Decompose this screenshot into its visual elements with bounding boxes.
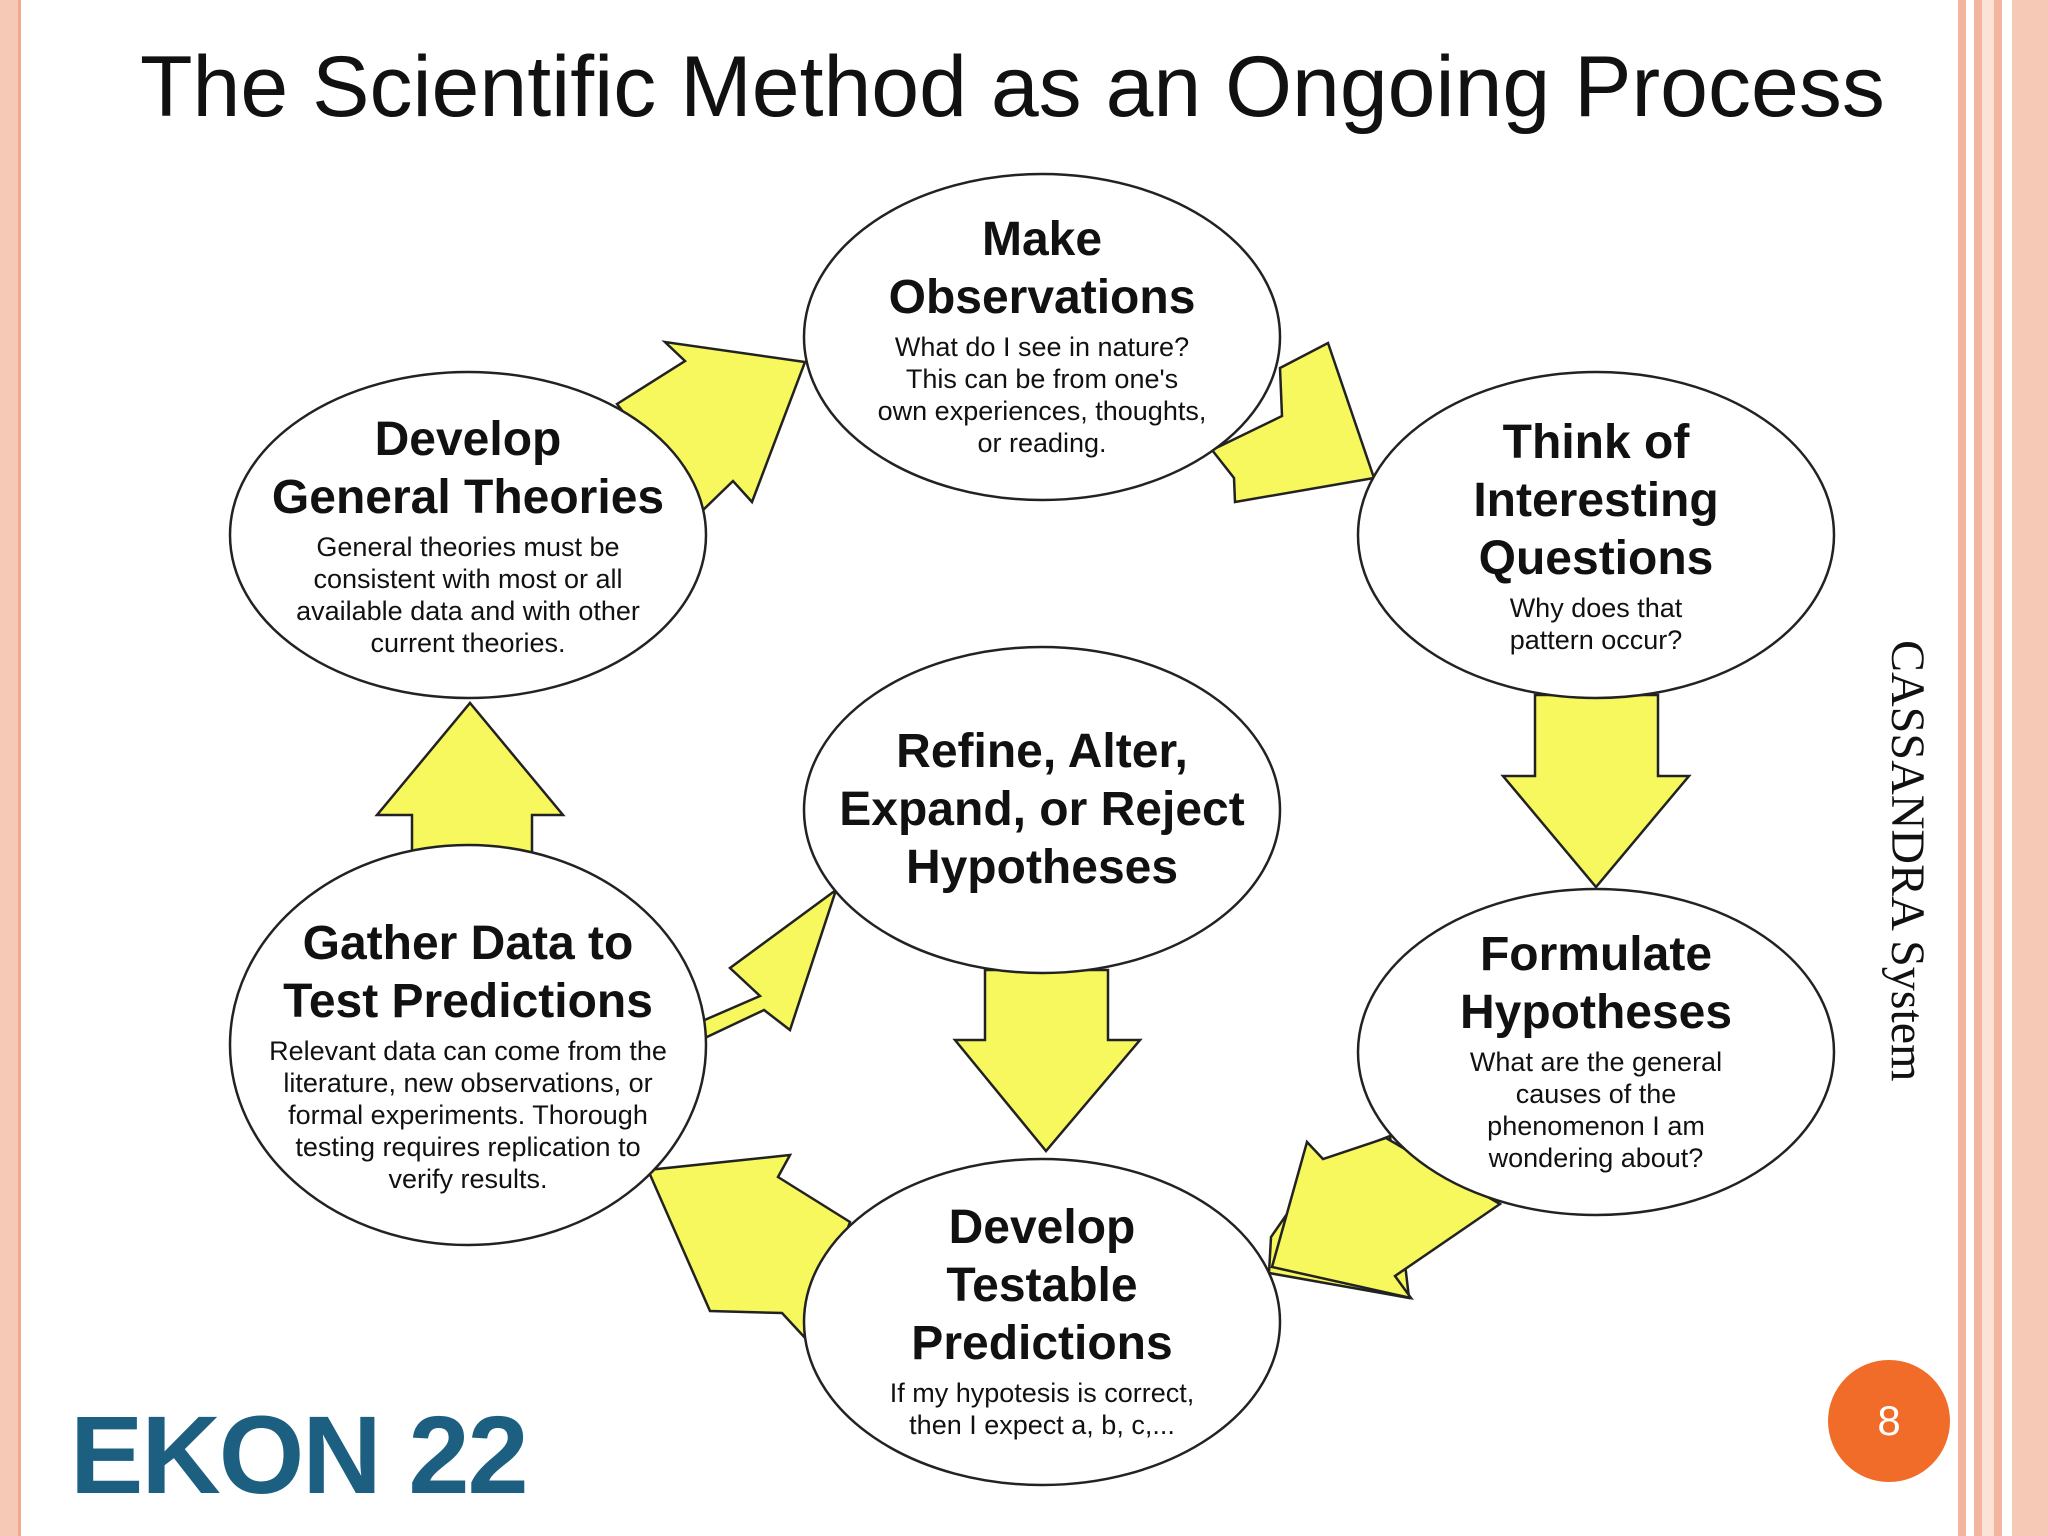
ellipse-predictions — [802, 1157, 1282, 1487]
node-hypotheses-heading: Formulate Hypotheses — [1459, 928, 1733, 1039]
node-observations-desc: What do I see in nature? This can be fro… — [877, 332, 1207, 458]
node-questions-desc: Why does that pattern occur? — [1509, 593, 1683, 655]
node-refine-heading: Refine, Alter, Expand, or Reject Hypothe… — [839, 725, 1245, 894]
ellipse-hypotheses — [1356, 887, 1836, 1217]
node-gather-heading: Gather Data to Test Predictions — [283, 917, 653, 1028]
node-predictions-heading: Develop Testable Predictions — [911, 1201, 1173, 1370]
slide-title: The Scientific Method as an Ongoing Proc… — [140, 39, 1885, 135]
ekon-logo: EKON 22 — [70, 1394, 529, 1517]
ellipse-theories — [228, 370, 708, 700]
ellipse-observations — [802, 172, 1282, 502]
arrow-predictions-to-gather — [646, 1153, 852, 1343]
right-decorative-stripes — [1958, 0, 2048, 1536]
node-observations: Make Observations What do I see in natur… — [812, 200, 1272, 470]
arrow-gather-to-theories — [374, 701, 566, 857]
arrow-refine-to-predictions — [952, 968, 1143, 1153]
node-hypotheses: Formulate Hypotheses What are the genera… — [1366, 920, 1826, 1180]
node-predictions-desc: If my hypotesis is correct, then I expec… — [889, 1378, 1195, 1440]
arrow-theories-to-observations — [615, 340, 807, 514]
left-border-line — [18, 0, 21, 1536]
node-questions-heading: Think of Interesting Questions — [1473, 416, 1719, 585]
node-theories-desc: General theories must be consistent with… — [296, 532, 640, 658]
node-questions: Think of Interesting Questions Why does … — [1366, 405, 1826, 665]
arrow-observations-to-questions — [1210, 341, 1376, 504]
node-refine: Refine, Alter, Expand, or Reject Hypothe… — [808, 700, 1276, 920]
node-predictions: Develop Testable Predictions If my hypot… — [812, 1190, 1272, 1450]
node-gather: Gather Data to Test Predictions Relevant… — [240, 910, 696, 1200]
node-observations-heading: Make Observations — [888, 213, 1196, 324]
node-theories-heading: Develop General Theories — [271, 413, 665, 524]
page-number-badge: 8 — [1828, 1360, 1950, 1482]
arrow-questions-to-hypotheses — [1500, 693, 1692, 889]
node-theories: Develop General Theories General theorie… — [238, 405, 698, 665]
node-gather-desc: Relevant data can come from the literatu… — [269, 1036, 667, 1194]
left-border — [0, 0, 18, 1536]
ellipse-gather — [228, 843, 708, 1247]
ellipse-refine — [802, 645, 1282, 975]
node-hypotheses-desc: What are the general causes of the pheno… — [1469, 1047, 1723, 1173]
ellipse-questions — [1356, 370, 1836, 700]
side-label: CASSANDRA System — [1881, 640, 1934, 1082]
